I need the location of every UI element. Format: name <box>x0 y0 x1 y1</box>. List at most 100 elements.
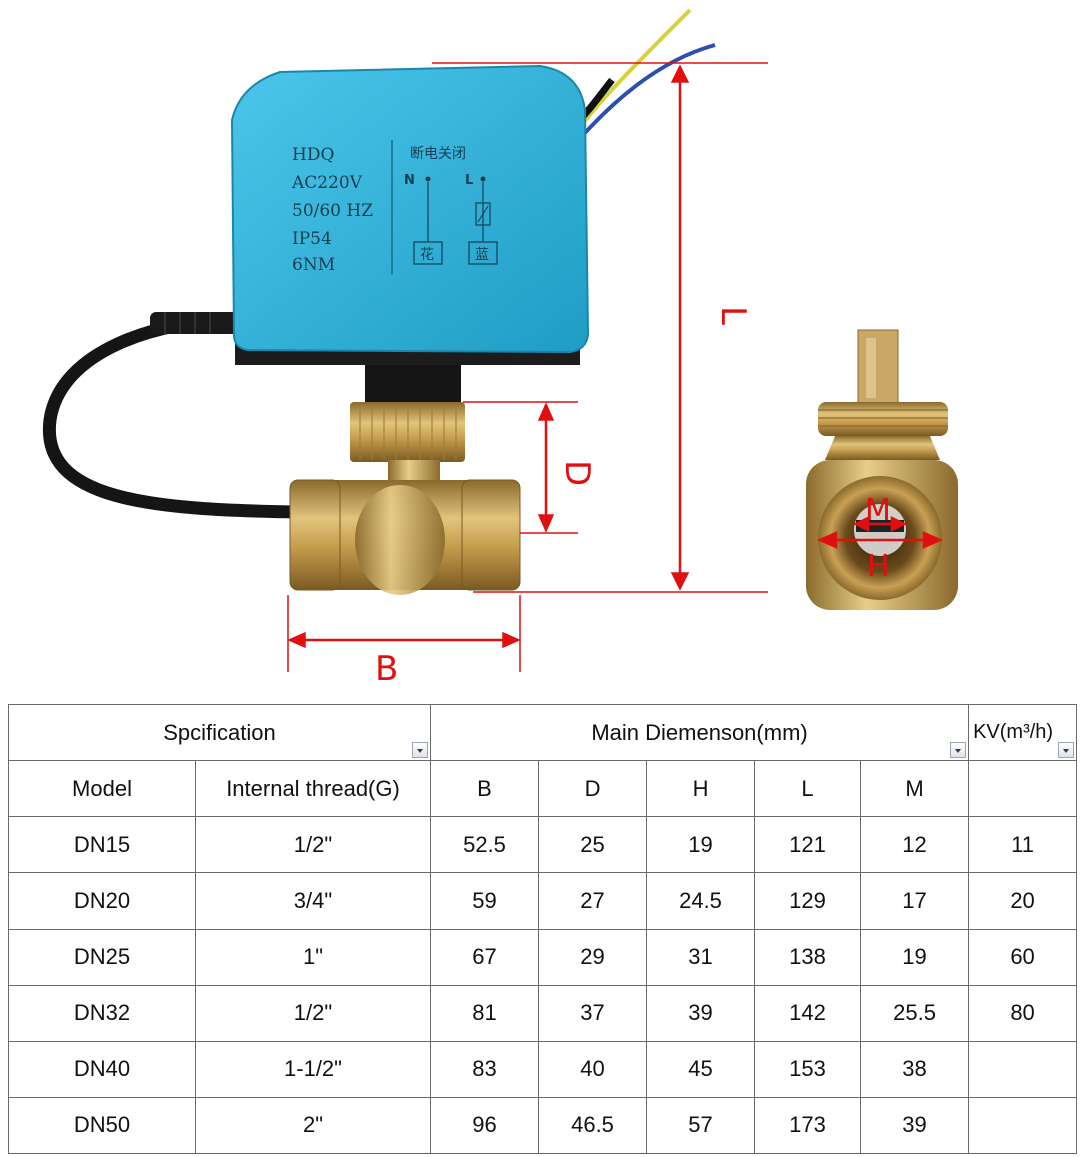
wiring-diagram: 断电关闭 N L 花 蓝 <box>404 146 498 265</box>
table-cell: 45 <box>646 1040 756 1098</box>
table-cell: 39 <box>646 984 756 1042</box>
label-model: HDQ <box>292 145 334 165</box>
column-header: Model <box>8 760 196 818</box>
table-cell: 57 <box>646 1096 756 1155</box>
table-cell: DN25 <box>8 928 196 986</box>
table-cell: DN15 <box>8 816 196 874</box>
table-cell: 59 <box>430 872 540 930</box>
table-cell: 29 <box>538 928 648 986</box>
column-header <box>968 760 1078 818</box>
table-cell: 83 <box>430 1040 540 1098</box>
table-cell: 19 <box>646 816 756 874</box>
table-cell: 129 <box>754 872 862 930</box>
table-cell: 25.5 <box>860 984 970 1042</box>
table-cell: 20 <box>968 872 1078 930</box>
group-header-main: Main Diemenson(mm) <box>430 703 970 762</box>
table-cell: 81 <box>430 984 540 1042</box>
table-cell: 31 <box>646 928 756 986</box>
label-frequency: 50/60 HZ <box>292 201 373 221</box>
table-cell: 138 <box>754 928 862 986</box>
dimension-lines <box>287 62 768 672</box>
table-cell <box>968 1040 1078 1098</box>
wire-n-label: 花 <box>420 247 434 263</box>
table-cell: 121 <box>754 816 862 874</box>
table-cell: 11 <box>968 816 1078 874</box>
group-header-kv: KV(m³/h) <box>968 703 1078 762</box>
column-header: L <box>754 760 862 818</box>
table-cell: DN40 <box>8 1040 196 1098</box>
group-header-spec: Spcification <box>7 703 432 762</box>
dimension-label-m: M <box>865 493 891 528</box>
table-cell: 2" <box>194 1096 432 1155</box>
column-header: M <box>860 760 970 818</box>
spec-table: Spcification Main Diemenson(mm) KV(m³/h)… <box>7 703 1078 1155</box>
table-cell: 67 <box>430 928 540 986</box>
column-header: H <box>646 760 756 818</box>
table-cell: 173 <box>754 1096 862 1155</box>
table-cell: 1/2" <box>194 816 432 874</box>
table-cell: 17 <box>860 872 970 930</box>
table-cell: 37 <box>538 984 648 1042</box>
table-cell: 3/4" <box>194 872 432 930</box>
table-cell: 60 <box>968 928 1078 986</box>
table-cell: 40 <box>538 1040 648 1098</box>
table-cell: 1" <box>194 928 432 986</box>
group-header-kv-text: KV(m³/h) <box>973 721 1054 744</box>
column-header: B <box>430 760 540 818</box>
valve-end-view <box>806 329 958 610</box>
wires <box>569 8 716 136</box>
terminal-n: N <box>404 173 415 188</box>
dimension-label-d: D <box>557 460 597 486</box>
column-header: D <box>538 760 648 818</box>
filter-dropdown-icon[interactable] <box>412 742 429 759</box>
actuator-label: HDQ AC220V 50/60 HZ IP54 6NM <box>291 145 373 275</box>
table-cell: 52.5 <box>430 816 540 874</box>
wire-l-label: 蓝 <box>475 247 489 263</box>
filter-dropdown-icon[interactable] <box>1058 742 1075 759</box>
terminal-l: L <box>465 173 473 188</box>
actuator <box>230 64 590 405</box>
table-cell: DN20 <box>8 872 196 930</box>
group-header-row: Spcification Main Diemenson(mm) KV(m³/h) <box>7 703 1078 762</box>
end-view-labels: M H <box>865 493 891 584</box>
dimension-labels: L D B <box>375 306 753 689</box>
table-cell <box>968 1096 1078 1155</box>
label-ip-rating: IP54 <box>292 229 332 249</box>
filter-dropdown-icon[interactable] <box>950 742 967 759</box>
table-cell: 142 <box>754 984 862 1042</box>
table-cell: 24.5 <box>646 872 756 930</box>
table-cell: DN50 <box>8 1096 196 1155</box>
table-cell: 96 <box>430 1096 540 1155</box>
valve-body <box>289 402 521 595</box>
product-illustration: HDQ AC220V 50/60 HZ IP54 6NM 断电关闭 N L 花 … <box>42 8 958 689</box>
table-cell: 19 <box>860 928 970 986</box>
table-cell: 25 <box>538 816 648 874</box>
cable-gland <box>150 312 240 334</box>
table-cell: 38 <box>860 1040 970 1098</box>
group-header-main-text: Main Diemenson(mm) <box>591 719 808 745</box>
label-voltage: AC220V <box>291 173 363 193</box>
table-cell: 46.5 <box>538 1096 648 1155</box>
dimension-label-h: H <box>867 549 890 584</box>
column-header: Internal thread(G) <box>194 760 432 818</box>
end-view-dimensions <box>816 515 944 549</box>
dimension-label-b: B <box>375 649 398 689</box>
table-cell: 80 <box>968 984 1078 1042</box>
table-cell: DN32 <box>8 984 196 1042</box>
group-header-spec-text: Spcification <box>163 719 276 745</box>
table-cell: 153 <box>754 1040 862 1098</box>
table-cell: 1-1/2" <box>194 1040 432 1098</box>
table-cell: 39 <box>860 1096 970 1155</box>
wiring-title: 断电关闭 <box>410 146 466 162</box>
label-torque: 6NM <box>292 255 335 275</box>
table-cell: 12 <box>860 816 970 874</box>
dimension-label-l: L <box>713 306 753 325</box>
